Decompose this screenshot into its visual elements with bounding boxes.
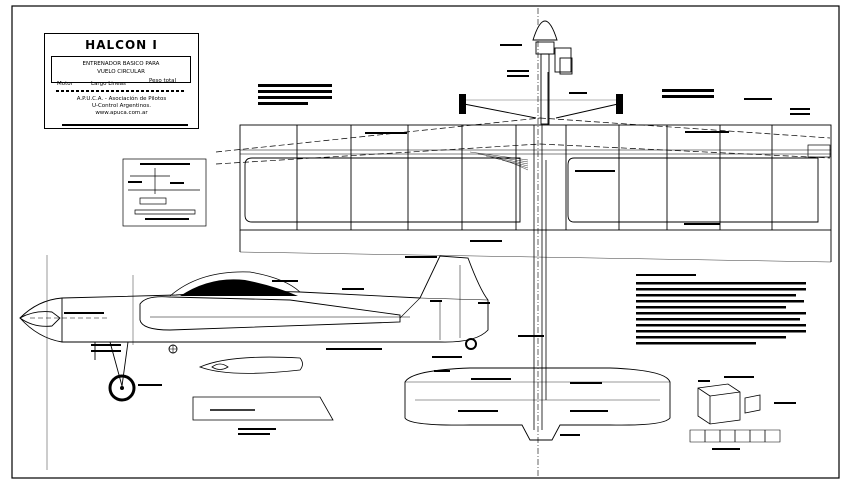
fuselage-side-view — [19, 255, 489, 387]
spec-lines: Largo Lineas — [91, 81, 126, 87]
top-wheel-left — [459, 94, 466, 114]
drawing-frame — [11, 5, 840, 479]
bellcrank-hatch — [469, 151, 529, 171]
title-block: HALCON I ENTRENADOR BASICO PARA VUELO CI… — [44, 33, 199, 129]
side-callouts — [64, 280, 544, 386]
organization: A.P.U.C.A. - Asociación de Pilotos U-Con… — [45, 96, 198, 117]
tail-wheel — [465, 338, 477, 350]
iso-labels — [698, 376, 796, 450]
small-parts — [192, 356, 334, 421]
cg-cross — [169, 345, 177, 353]
org-line1: A.P.U.C.A. - Asociación de Pilotos — [76, 96, 167, 102]
canopy-outline — [169, 271, 301, 297]
side-wheel-hub — [120, 386, 124, 390]
iso-detail — [689, 383, 781, 443]
part-label-block-2 — [238, 433, 270, 435]
callout-text-blocks — [258, 44, 810, 258]
control-diagram — [122, 158, 207, 227]
org-line3: www.apuca.com.ar — [95, 110, 148, 116]
title-block-footer — [62, 124, 188, 126]
title-block-spec-values — [56, 90, 186, 92]
org-line2: U-Control Argentinos. — [91, 103, 152, 109]
spec-motor: Motor — [57, 81, 73, 87]
part-label-block — [238, 428, 276, 430]
spec-weight: Peso total — [149, 78, 177, 84]
top-view-nose — [463, 20, 619, 125]
plan-subtitle-line2: VUELO CIRCULAR — [97, 69, 145, 75]
stabilizer-callouts — [434, 370, 608, 436]
stabilizer-plan — [404, 367, 671, 441]
side-wheel — [108, 374, 136, 402]
top-wheel-right — [616, 94, 623, 114]
plan-subtitle-box: ENTRENADOR BASICO PARA VUELO CIRCULAR — [51, 56, 191, 83]
control-lines — [215, 117, 831, 165]
notes-text-block — [636, 274, 806, 345]
fuselage-top-view — [533, 125, 547, 430]
control-diagram-labels — [128, 163, 190, 220]
plan-subtitle-line1: ENTRENADOR BASICO PARA — [82, 61, 160, 67]
wing-airfoil-side — [180, 279, 298, 296]
plan-title: HALCON I — [85, 38, 158, 52]
wing-plan — [239, 124, 832, 263]
